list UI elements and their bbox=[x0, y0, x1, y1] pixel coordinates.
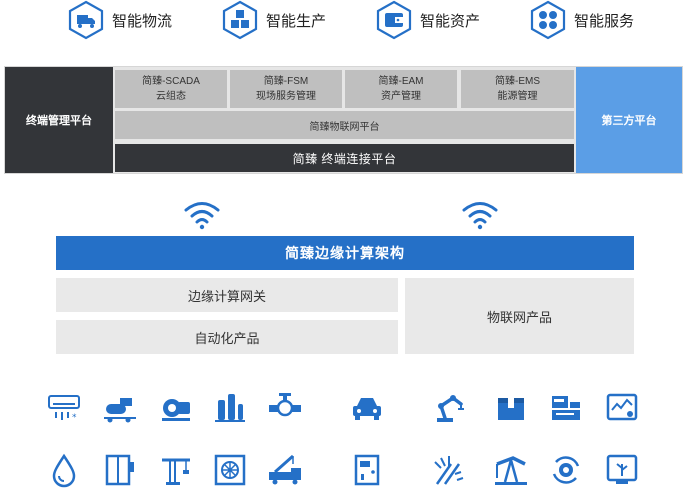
scenario-row: 智能物流 智能生产 智能资产 bbox=[0, 0, 687, 44]
wifi-icon bbox=[460, 200, 500, 230]
cubes-icon bbox=[220, 0, 260, 40]
module-title: 简臻-FSM bbox=[263, 76, 309, 87]
module-scada: 简臻-SCADA 云组态 bbox=[115, 70, 227, 108]
tower-crane-icon bbox=[158, 452, 194, 488]
automation-products-box: 自动化产品 bbox=[56, 320, 398, 354]
module-subtitle: 能源管理 bbox=[497, 91, 538, 102]
terminal-management-platform: 终端管理平台 bbox=[5, 67, 113, 173]
module-title: 简臻-EAM bbox=[378, 76, 424, 87]
scenario-label: 智能生产 bbox=[266, 12, 327, 30]
scenario-label: 智能资产 bbox=[420, 12, 481, 30]
module-subtitle: 现场服务管理 bbox=[256, 91, 316, 102]
scenario-service: 智能服务 bbox=[528, 0, 634, 40]
motor-icon bbox=[158, 390, 194, 426]
service-icon bbox=[528, 0, 568, 40]
water-drop-icon bbox=[46, 452, 82, 488]
module-ems: 简臻-EMS 能源管理 bbox=[461, 70, 574, 108]
edge-computing-title: 简臻边缘计算架构 bbox=[56, 236, 634, 270]
module-eam: 简臻-EAM 资产管理 bbox=[345, 70, 457, 108]
iot-platform: 简臻物联网平台 bbox=[115, 111, 574, 139]
wifi-icon bbox=[182, 200, 222, 230]
scenario-production: 智能生产 bbox=[220, 0, 326, 40]
robot-arm-icon bbox=[431, 390, 467, 426]
fan-cabinet-icon bbox=[212, 452, 248, 488]
farm-icon bbox=[431, 452, 467, 488]
module-title: 简臻-EMS bbox=[495, 76, 540, 87]
scenario-logistics: 智能物流 bbox=[66, 0, 172, 40]
printer-machine-icon bbox=[548, 390, 584, 426]
oil-pump-icon bbox=[493, 452, 529, 488]
package-icon bbox=[493, 390, 529, 426]
air-conditioner-icon: * bbox=[46, 390, 82, 426]
tanks-icon bbox=[212, 390, 248, 426]
terminal-connect-platform: 简臻 终端连接平台 bbox=[115, 144, 574, 172]
edge-gateway-box: 边缘计算网关 bbox=[56, 278, 398, 312]
platform-box: 终端管理平台 简臻-SCADA 云组态 简臻-FSM 现场服务管理 简臻-EAM… bbox=[4, 66, 683, 174]
module-subtitle: 资产管理 bbox=[381, 91, 421, 102]
truck-icon bbox=[66, 0, 106, 40]
scenario-assets: 智能资产 bbox=[374, 0, 480, 40]
scenario-label: 智能服务 bbox=[574, 12, 635, 30]
car-icon bbox=[349, 390, 385, 426]
module-fsm: 简臻-FSM 现场服务管理 bbox=[230, 70, 342, 108]
svg-text:*: * bbox=[72, 413, 77, 423]
module-title: 简臻-SCADA bbox=[142, 76, 200, 87]
module-subtitle: 云组态 bbox=[156, 91, 186, 102]
elevator-icon bbox=[102, 452, 138, 488]
third-party-platform: 第三方平台 bbox=[576, 67, 682, 173]
compressor-icon bbox=[102, 390, 138, 426]
crane-truck-icon bbox=[267, 452, 303, 488]
wallet-icon bbox=[374, 0, 414, 40]
scenario-label: 智能物流 bbox=[112, 12, 173, 30]
door-icon bbox=[349, 452, 385, 488]
iot-products-box: 物联网产品 bbox=[405, 278, 634, 354]
gear-cycle-icon bbox=[548, 452, 584, 488]
valve-pipe-icon bbox=[267, 390, 303, 426]
plant-monitor-icon bbox=[604, 452, 640, 488]
monitor-icon bbox=[604, 390, 640, 426]
